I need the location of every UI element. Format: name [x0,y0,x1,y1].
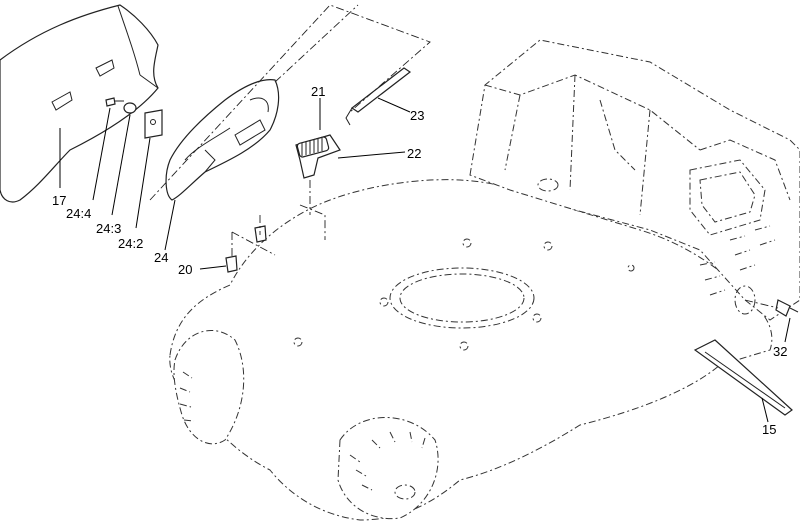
part-23-rod [345,67,412,126]
callout-20: 20 [178,262,192,277]
callout-22: 22 [407,146,421,161]
leader-lines [59,97,791,423]
callout-15: 15 [762,422,776,437]
callout-21: 21 [311,84,325,99]
callout-24-2: 24:2 [118,236,143,251]
mower-deck [169,39,800,521]
callout-24: 24 [154,250,168,265]
part-17-cover [0,4,159,203]
part-32-screw [775,299,799,317]
part-15-deflector [693,339,793,416]
part-24-lever-assembly [105,79,280,201]
callout-32: 32 [773,344,787,359]
callout-24-4: 24:4 [66,206,91,221]
part-21-22-hinge [295,134,341,179]
alignment-lines [149,4,779,309]
callout-labels: 17 24:4 24:3 24:2 24 20 21 23 22 32 15 [52,84,787,437]
callout-23: 23 [410,108,424,123]
callout-17: 17 [52,193,66,208]
part-20-bolt [225,225,267,273]
callout-24-3: 24:3 [96,221,121,236]
